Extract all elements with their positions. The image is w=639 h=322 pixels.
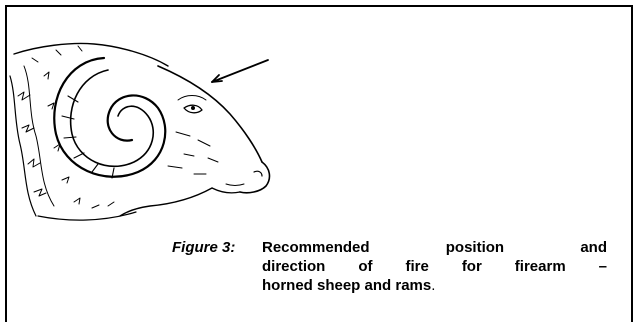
- caption-line-3: horned sheep and rams.: [262, 276, 607, 295]
- figure-caption-text: Recommended position and direction of fi…: [262, 238, 607, 295]
- figure-caption: Figure 3: Recommended position and direc…: [172, 238, 607, 295]
- caption-line-3-period: .: [431, 277, 435, 294]
- figure-label: Figure 3:: [172, 238, 262, 257]
- ram-head-illustration: [8, 36, 276, 228]
- caption-line-2: direction of fire for firearm –: [262, 257, 607, 276]
- caption-line-3-text: horned sheep and rams: [262, 277, 431, 294]
- caption-line-1: Recommended position and: [262, 238, 607, 257]
